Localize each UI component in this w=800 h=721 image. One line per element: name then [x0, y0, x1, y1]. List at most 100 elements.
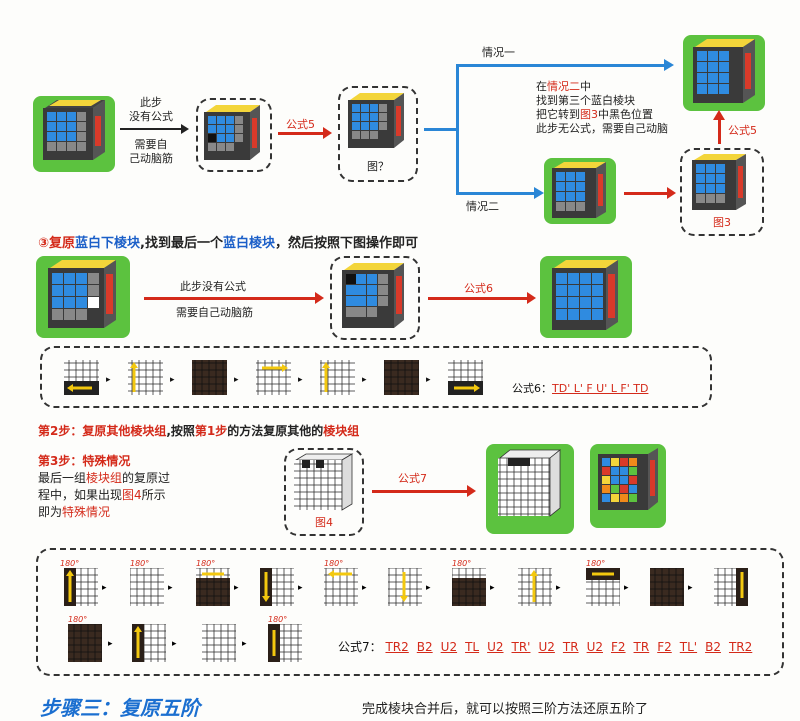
svg-text:▸: ▸	[234, 375, 239, 385]
svg-text:▸: ▸	[556, 583, 561, 593]
formula7-move: U2	[440, 640, 458, 654]
r1-move-7	[452, 568, 486, 606]
svg-text:▸: ▸	[106, 375, 111, 385]
formula-label: 公式5	[286, 118, 315, 131]
arrow-up-icon	[713, 110, 725, 120]
section-title: ③复原蓝白下棱块,找到最后一个蓝白棱块，然后按照下图操作即可	[38, 236, 419, 251]
cube-image-fig-question: 图？	[338, 86, 418, 182]
arrow-right-icon	[144, 292, 324, 304]
arrow-right-icon	[624, 187, 676, 199]
formula7-move: TL	[465, 640, 480, 654]
branch-line	[456, 192, 536, 195]
r2-move-2	[132, 624, 166, 662]
r1-move-11	[714, 568, 748, 606]
arrow-right-icon	[534, 187, 544, 199]
step2-title: 第2步：复原其他棱块组,按照第1步的方法复原其他的棱块组	[38, 424, 360, 438]
svg-text:180°: 180°	[324, 559, 343, 568]
branch-line	[456, 64, 459, 194]
arrow-right-icon	[278, 127, 332, 139]
r2-move-1	[68, 624, 102, 662]
svg-text:▸: ▸	[172, 639, 177, 649]
formula6-text: 公式6：TD' L' F U' L F' TD	[512, 382, 649, 395]
move-5	[320, 360, 355, 395]
move-4	[256, 360, 291, 395]
branch-label-2: 情况二	[466, 200, 499, 213]
formula7-move: U2	[586, 640, 603, 654]
cube-image-step2	[196, 98, 272, 172]
formula7-moves: 180°180°180°180°180°180° 180°180° ▸ ▸ ▸ …	[60, 559, 748, 662]
svg-text:▸: ▸	[362, 375, 367, 385]
formula-label: 公式5	[728, 124, 757, 137]
cube-image-s3-end	[540, 256, 632, 338]
formula7-move: TL'	[679, 640, 698, 654]
svg-text:180°: 180°	[60, 559, 79, 568]
footer-title: 步骤三：复原五阶	[40, 696, 200, 720]
cube-image-s3-start	[36, 256, 130, 338]
formula-label: 公式7	[398, 472, 427, 485]
step-hint: 需要自己动脑筋	[176, 306, 253, 319]
cube-image-fig4: 图4	[284, 448, 364, 536]
formula7-panel: 180°180°180°180°180°180° 180°180° ▸ ▸ ▸ …	[36, 548, 784, 676]
formula7-move: F2	[657, 640, 672, 654]
svg-text:▸: ▸	[170, 375, 175, 385]
svg-text:▸: ▸	[102, 583, 107, 593]
formula7-move: TR'	[511, 640, 531, 654]
cube-image-start	[33, 96, 115, 172]
formula7-move: B2	[705, 640, 721, 654]
branch-line	[424, 128, 458, 131]
figure-caption: 图3	[713, 216, 731, 229]
r1-move-9	[586, 568, 620, 606]
svg-text:180°: 180°	[586, 559, 605, 568]
svg-text:▸: ▸	[298, 375, 303, 385]
case-note: 在情况二中 找到第三个蓝白棱块 把它转到图3中黑色位置 此步无公式，需要自己动脑	[536, 80, 668, 135]
svg-text:180°: 180°	[268, 615, 287, 624]
formula7-move: TR2	[385, 640, 409, 654]
formula6-moves: ▸ ▸ ▸ ▸ ▸ ▸	[64, 360, 483, 395]
branch-label-1: 情况一	[482, 46, 515, 59]
svg-text:▸: ▸	[168, 583, 173, 593]
formula6-panel: ▸ ▸ ▸ ▸ ▸ ▸ 公式6：TD' L' F U' L F' TD	[40, 346, 712, 408]
cube-image-solved	[590, 444, 666, 528]
svg-text:▸: ▸	[242, 639, 247, 649]
svg-text:▸: ▸	[108, 639, 113, 649]
arrow-right-icon	[664, 59, 674, 71]
svg-text:180°: 180°	[68, 615, 87, 624]
svg-text:▸: ▸	[490, 583, 495, 593]
cube-image-case2	[544, 158, 616, 224]
formula7-move: TR	[633, 640, 650, 654]
arrow-up-icon	[718, 118, 721, 144]
svg-text:▸: ▸	[298, 583, 303, 593]
r2-move-3	[202, 624, 236, 662]
step-note: 此步没有公式	[180, 280, 246, 293]
formula-label: 公式6	[464, 282, 493, 295]
svg-text:▸: ▸	[234, 583, 239, 593]
figure-caption: 图？	[367, 160, 389, 173]
svg-text:▸: ▸	[688, 583, 693, 593]
svg-text:180°: 180°	[130, 559, 149, 568]
formula7-move: TR	[562, 640, 579, 654]
move-2	[128, 360, 163, 395]
arrow-right-icon	[120, 124, 189, 134]
r1-move-1	[64, 568, 98, 606]
branch-line	[456, 64, 666, 67]
cube-image-s3-mid	[330, 256, 420, 340]
move-3	[192, 360, 227, 395]
arrow-right-icon	[428, 292, 536, 304]
move-6	[384, 360, 419, 395]
r1-move-3	[196, 568, 230, 606]
cube-image-s3-result	[486, 444, 574, 534]
svg-text:180°: 180°	[196, 559, 215, 568]
footer-text: 完成棱块合并后，就可以按照三阶方法还原五阶了	[362, 702, 649, 717]
svg-text:▸: ▸	[362, 583, 367, 593]
formula7-move: U2	[538, 640, 555, 654]
svg-text:▸: ▸	[426, 583, 431, 593]
formula7-move: B2	[416, 640, 433, 654]
step-note: 此步没有公式	[129, 96, 173, 123]
r1-move-2	[130, 568, 164, 606]
r1-move-6	[388, 568, 422, 606]
svg-text:▸: ▸	[426, 375, 431, 385]
step3-title: 第3步：特殊情况	[38, 454, 131, 468]
r1-move-10	[650, 568, 684, 606]
step3-description: 最后一组棱块组的复原过 程中，如果出现图4所示 即为特殊情况	[38, 471, 171, 519]
